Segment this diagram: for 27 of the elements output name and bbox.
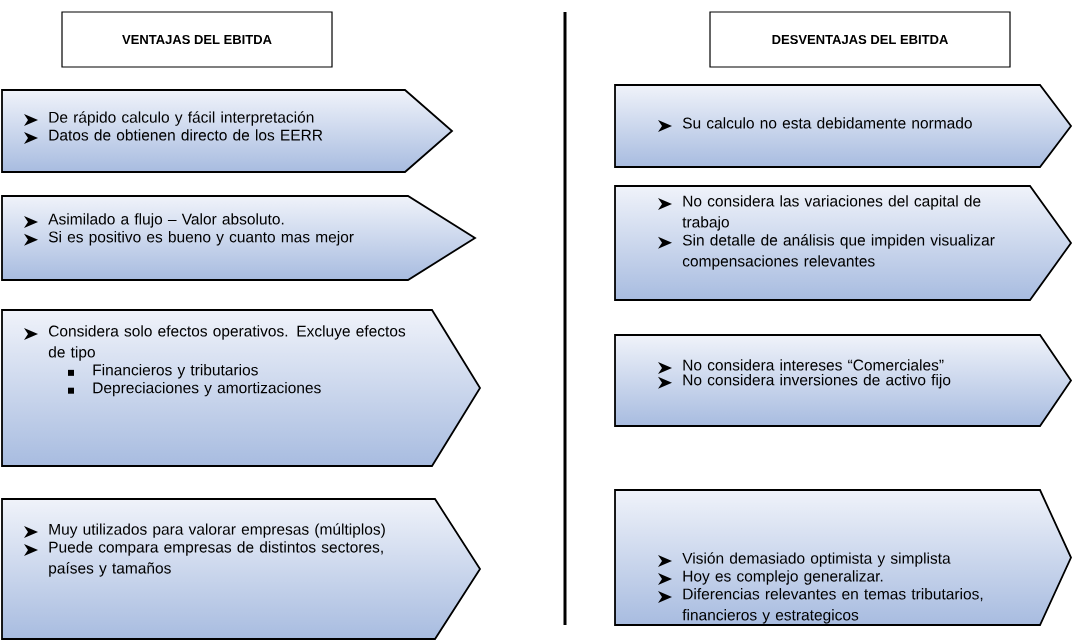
bullet-text: Sin detalle de análisis que impiden visualizar compensaciones relevantes	[682, 234, 995, 270]
title-box: VENTAJAS DEL EBITDA	[61, 11, 333, 68]
bullet-text: No considera intereses “Comerciales”	[683, 359, 944, 371]
arrow-box	[614, 84, 1073, 168]
arrow-box	[614, 489, 1072, 626]
bullet-text: Considera solo efectos operativos. Excluye efectos de tipo	[48, 325, 406, 361]
bullet-text: De rápido calculo y fácil interpretación	[49, 111, 314, 126]
bullet-text: Diferencias relevantes en temas tributarios, financieros y estrategicos	[682, 588, 983, 624]
bullet-text: Datos de obtienen directo de los EERR	[49, 129, 323, 141]
arrow-box	[1, 309, 482, 467]
arrow-box	[1, 498, 482, 640]
arrow-box	[614, 334, 1073, 427]
bullet-text: Si es positivo es bueno y cuanto mas mejor	[48, 231, 354, 246]
bullet-text: No considera inversiones de activo fijo	[683, 374, 951, 389]
arrow-box	[614, 185, 1073, 301]
bullet-text: Asimilado a flujo – Valor absoluto.	[48, 213, 284, 228]
bullet-text: Hoy es complejo generalizar.	[683, 570, 883, 585]
bullet-text: Financieros y tributarios	[93, 364, 258, 379]
bullet-text: Puede compara empresas de distintos sectores, países y tamaños	[49, 541, 383, 577]
bullet-text: No considera las variaciones del capital de trabajo	[682, 195, 981, 231]
arrow-box	[1, 89, 454, 173]
bullet-text: Depreciaciones y amortizaciones	[93, 381, 321, 397]
bullet-text: Visión demasiado optimista y simplista	[682, 552, 951, 567]
bullet-text: Muy utilizados para valorar empresas (múltiplos)	[49, 523, 385, 538]
bullet-text: Su calculo no esta debidamente normado	[682, 117, 972, 129]
title-box: DESVENTAJAS DEL EBITDA	[709, 11, 1011, 68]
arrow-box	[1, 195, 477, 281]
